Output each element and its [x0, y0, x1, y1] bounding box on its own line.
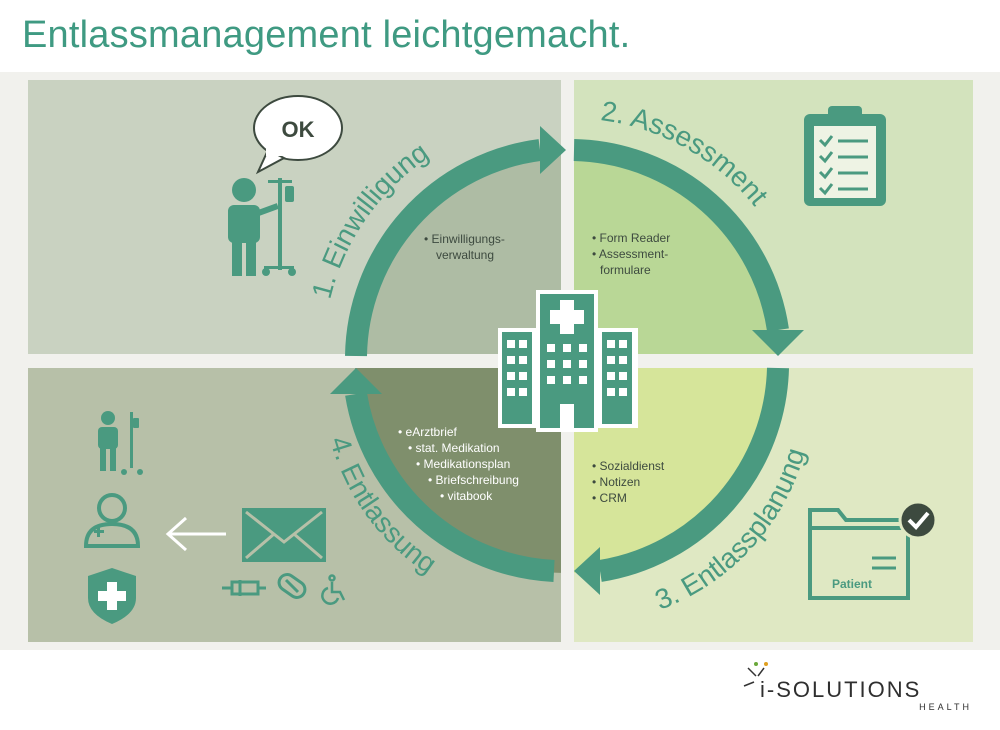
- speech-bubble-text: OK: [282, 117, 315, 142]
- bullet-item: • Medikationsplan: [416, 457, 511, 471]
- arrowhead-3: [574, 547, 600, 595]
- arrowhead-4: [330, 368, 382, 394]
- bullets-assessment: • Form Reader • Assessment- formulare: [592, 230, 670, 278]
- hospital-icon: [498, 290, 638, 432]
- bullet-item: • Assessment-: [592, 247, 669, 261]
- bullet-item: • Form Reader: [592, 231, 671, 245]
- arrowhead-2: [752, 330, 804, 356]
- wheelchair-icon: [321, 574, 346, 605]
- bullets-entlassplanung: • Sozialdienst • Notizen • CRM: [592, 458, 664, 506]
- inner-segment-assessment: [574, 149, 779, 354]
- bullets-entlassung: • eArztbrief • stat. Medikation • Medika…: [398, 424, 519, 504]
- logo-sub-text: HEALTH: [919, 702, 972, 712]
- doctor-icon: [83, 493, 141, 548]
- logo-main-text: i-SOLUTIONS: [760, 677, 921, 702]
- bullets-einwilligung: • Einwilligungs- verwaltung: [424, 231, 505, 263]
- cycle-arrow-4: [345, 392, 555, 582]
- bullet-item: • Einwilligungs-: [424, 232, 505, 246]
- speech-bubble: OK: [253, 95, 343, 175]
- bullet-item: • vitabook: [440, 489, 493, 503]
- bullet-item: formulare: [600, 263, 651, 277]
- pill-icon: [277, 573, 307, 599]
- bullet-item: • Notizen: [592, 475, 641, 489]
- cycle-arrow-3: [598, 367, 789, 582]
- patient-iv-small-icon: [98, 411, 143, 475]
- clipboard-checklist-icon: [804, 106, 886, 206]
- arrowhead-1: [540, 126, 566, 174]
- bullet-item: • CRM: [592, 491, 627, 505]
- syringe-icon: [222, 580, 266, 596]
- cycle-arrow-1: [345, 139, 542, 357]
- bullet-item: • stat. Medikation: [408, 441, 500, 455]
- patient-iv-icon: [228, 178, 296, 276]
- patient-folder-icon: Patient: [808, 500, 938, 600]
- arrow-left-icon: [165, 516, 226, 552]
- bullet-item: • Sozialdienst: [592, 459, 665, 473]
- folder-label: Patient: [832, 577, 872, 591]
- envelope-icon: [242, 508, 326, 562]
- company-logo: i-SOLUTIONS HEALTH: [743, 662, 972, 712]
- page-title: Entlassmanagement leichtgemacht.: [22, 14, 631, 56]
- bullet-item: • Briefschreibung: [428, 473, 519, 487]
- bullet-item: • eArztbrief: [398, 425, 457, 439]
- bullet-item: verwaltung: [436, 248, 495, 262]
- cycle-arrow-2: [573, 139, 789, 332]
- health-shield-icon: [88, 568, 136, 624]
- inner-segment-einwilligung: [355, 149, 561, 354]
